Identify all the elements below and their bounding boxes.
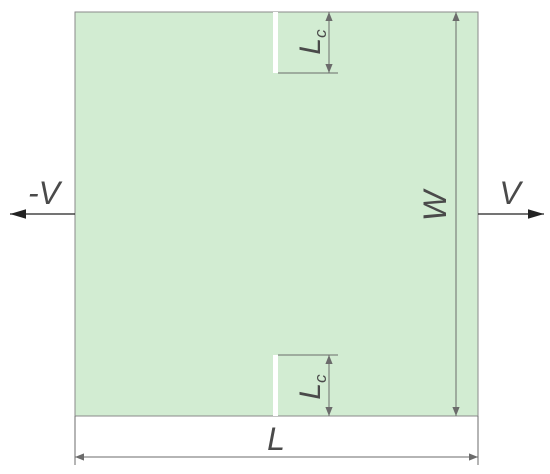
width-label: W bbox=[417, 188, 453, 221]
top-crack bbox=[273, 12, 278, 73]
left-velocity-label: -V bbox=[28, 175, 63, 211]
right-velocity-label: V bbox=[499, 175, 523, 211]
top-crack-label-sub: c bbox=[311, 29, 330, 38]
length-label: L bbox=[267, 421, 285, 457]
plate bbox=[74, 11, 479, 417]
bottom-crack bbox=[273, 355, 278, 416]
bottom-crack-label-main: L bbox=[294, 383, 327, 400]
bottom-crack-label: Lc bbox=[294, 374, 330, 400]
bottom-crack-label-sub: c bbox=[311, 374, 330, 383]
top-crack-label: Lc bbox=[294, 29, 330, 55]
top-crack-label-main: L bbox=[294, 38, 327, 55]
